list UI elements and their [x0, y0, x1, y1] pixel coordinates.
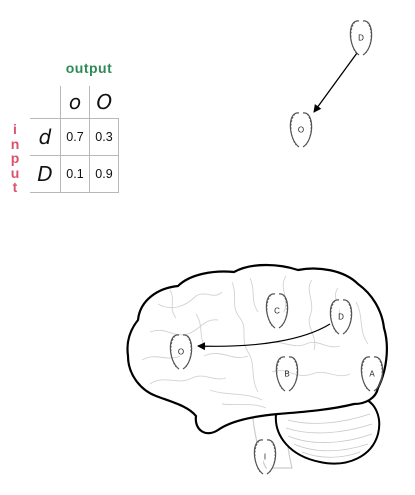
table-cell: 0.9: [89, 155, 119, 193]
table-cell: 0.3: [89, 118, 119, 156]
neuron-icon: [360, 356, 384, 392]
table-cell: 0.1: [60, 155, 90, 193]
neuron-icon: [169, 334, 193, 370]
row-header-D: D: [30, 155, 61, 193]
edge-d-to-o-brain: [197, 323, 331, 351]
brain-node-i: I: [253, 439, 277, 475]
col-header-o: o: [60, 86, 90, 119]
neuron-icon: [349, 20, 373, 56]
output-header: output: [65, 60, 113, 76]
node-label: A: [369, 370, 375, 379]
row-header-d: d: [30, 118, 61, 156]
neuron-icon: [275, 356, 299, 392]
table-cell: 0.7: [60, 118, 90, 156]
brain-illustration: C D O: [126, 263, 388, 475]
node-label: O: [298, 126, 304, 135]
probability-table: o O d 0.7 0.3 D 0.1 0.9: [30, 86, 119, 193]
input-letter: t: [12, 179, 18, 195]
node-label: C: [274, 307, 280, 316]
cerebellum-folia: [285, 413, 373, 458]
neuron-icon: [265, 293, 289, 329]
neuron-icon: [329, 299, 353, 335]
table-corner: [30, 86, 61, 119]
col-header-O: O: [89, 86, 119, 119]
brain-node-d: D: [329, 299, 353, 335]
input-letter: p: [10, 150, 20, 166]
cerebrum-outline: [126, 263, 388, 435]
input-letter: u: [10, 164, 20, 181]
node-label: D: [358, 34, 364, 43]
node-top-target: O: [289, 112, 313, 148]
node-top-source: D: [349, 20, 373, 56]
brain-gyri: [141, 275, 369, 409]
input-letter: n: [10, 135, 20, 152]
neuron-icon: [289, 112, 313, 148]
brain-node-c: C: [265, 293, 289, 329]
node-label: I: [264, 453, 266, 462]
node-label: D: [338, 313, 344, 322]
neuron-icon: [253, 439, 277, 475]
node-label: B: [284, 370, 289, 379]
input-header: i n p u t: [8, 122, 22, 195]
edge-d-to-o-top: [313, 52, 358, 113]
table-row: D 0.1 0.9: [30, 155, 119, 193]
brain-node-b: B: [275, 356, 299, 392]
brain-node-a: A: [360, 356, 384, 392]
table-row: d 0.7 0.3: [30, 118, 119, 156]
brain-node-o: O: [169, 334, 193, 370]
node-label: O: [178, 348, 184, 357]
table-header-row: o O: [30, 86, 119, 119]
input-letter: i: [13, 121, 17, 137]
